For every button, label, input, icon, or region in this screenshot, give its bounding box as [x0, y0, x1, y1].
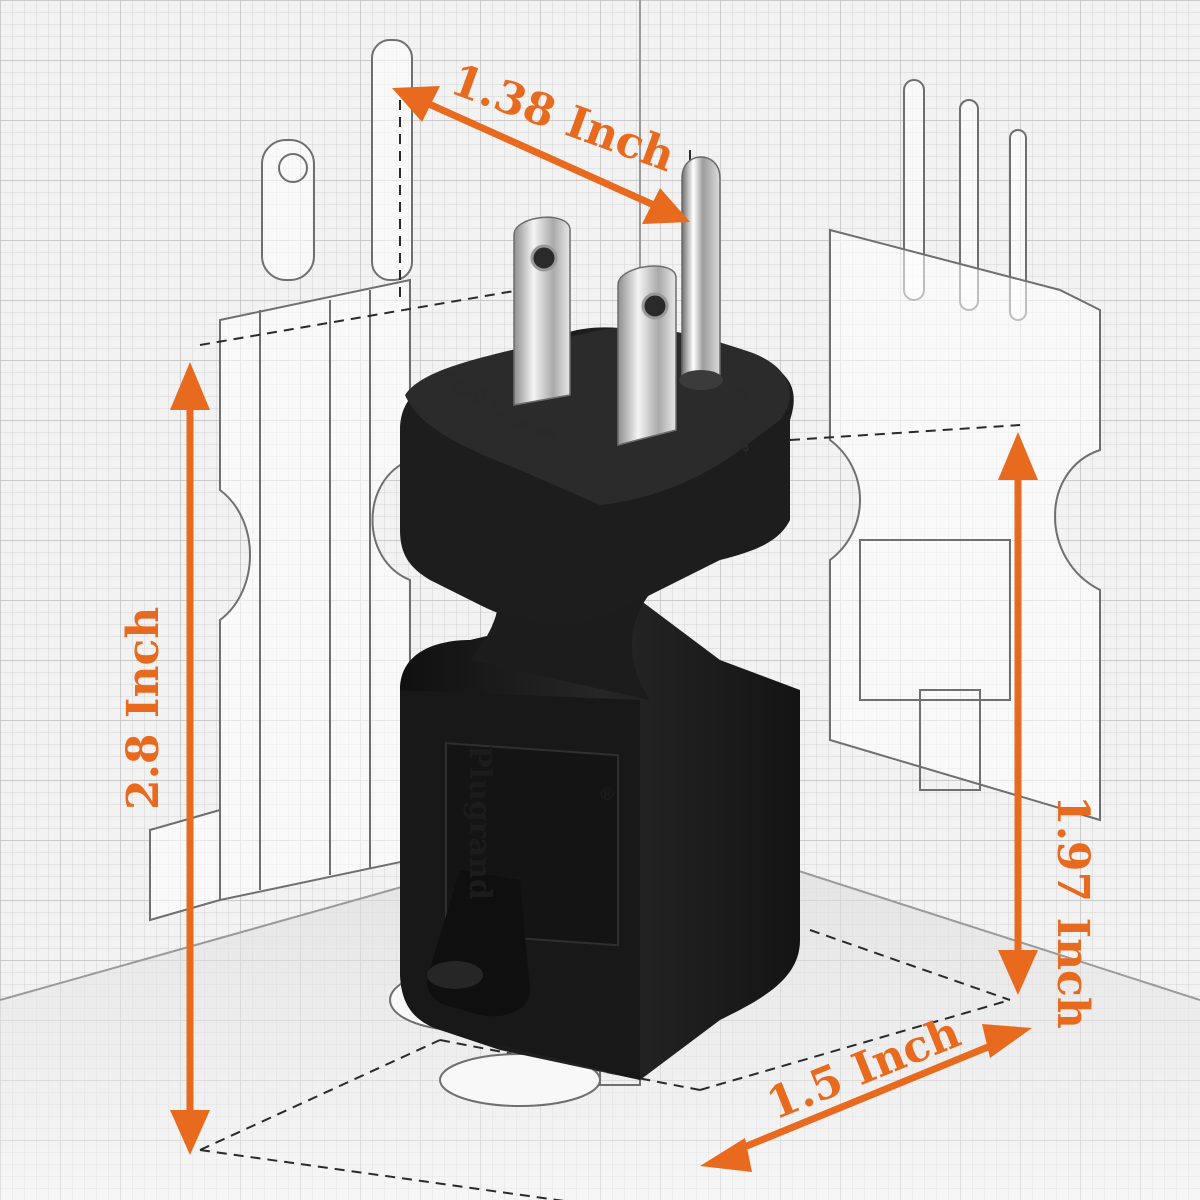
arrow-head-icon	[642, 188, 690, 224]
arrow-head-icon	[998, 950, 1038, 995]
ground-letter-text: G	[734, 385, 752, 406]
adapter-plug-body	[400, 327, 800, 1080]
body-height-label: 1.97 Inch	[1047, 795, 1098, 1029]
dimension-arrows	[170, 86, 1038, 1172]
depth-arrow-line	[723, 1036, 1007, 1159]
brand-logo-text: Plugrand	[462, 745, 497, 900]
registered-mark: ®	[598, 784, 616, 805]
right-wall-wireframe	[829, 79, 1101, 822]
arrow-head-icon	[392, 86, 440, 122]
arrow-head-icon	[998, 432, 1038, 480]
left-wall-wireframe	[149, 39, 413, 922]
prongs	[513, 156, 723, 446]
arrow-head-icon	[170, 1110, 210, 1155]
arrow-head-icon	[170, 362, 210, 410]
blade-prong-left-icon	[513, 216, 571, 406]
total-height-label: 2.8 Inch	[118, 607, 169, 810]
round-ground-prong-icon	[679, 156, 723, 390]
arrow-head-icon	[982, 1024, 1032, 1058]
width-arrow-line	[418, 96, 667, 214]
blade-prong-right-icon	[617, 265, 677, 446]
rating-text: 5-15P	[732, 416, 751, 453]
arrow-head-icon	[700, 1138, 752, 1172]
